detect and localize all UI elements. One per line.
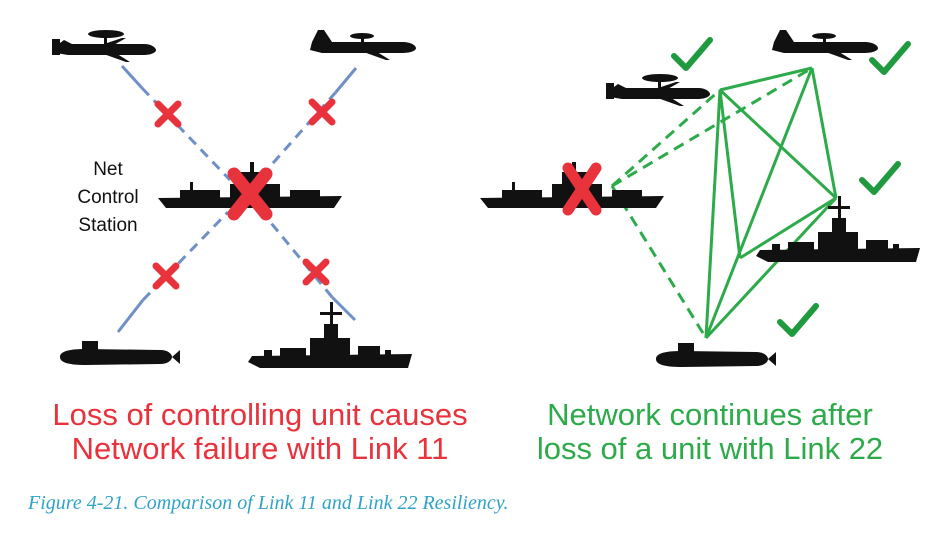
checkmark-icon — [674, 40, 710, 68]
link-line — [116, 299, 145, 333]
mesh-link — [810, 67, 838, 199]
link-line — [334, 67, 358, 93]
mesh-link — [718, 89, 742, 259]
lost-link — [611, 66, 813, 188]
mesh-link — [739, 196, 837, 260]
link11-caption: Loss of controlling unit causes Network … — [20, 398, 500, 466]
lost-link — [610, 185, 708, 339]
link22-caption: Network continues after loss of a unit w… — [500, 398, 920, 466]
submarine-icon — [60, 341, 180, 365]
submarine-icon — [656, 343, 776, 367]
link-line — [120, 64, 144, 90]
mesh-link — [719, 66, 813, 92]
label-line: Net — [93, 159, 123, 180]
aircraft-icon — [772, 30, 878, 60]
checkmark-icon — [862, 164, 898, 192]
lost-link — [611, 88, 721, 188]
caption-line: Loss of controlling unit causes — [52, 397, 468, 432]
broken-link-line — [260, 211, 334, 298]
link22-lost-links — [610, 66, 813, 339]
x-mark-icon — [312, 102, 332, 122]
destroyer-icon — [248, 302, 412, 368]
link11-solid-lines — [116, 64, 358, 333]
awacs-aircraft-icon — [606, 74, 710, 106]
link22-active-mesh — [704, 66, 838, 340]
net-control-station-label: Net Control Station — [58, 156, 158, 240]
x-mark-icon — [158, 104, 178, 124]
aircraft-icon — [310, 30, 416, 60]
mesh-link — [704, 89, 722, 339]
label-line: Station — [78, 215, 138, 236]
awacs-aircraft-icon — [52, 30, 156, 62]
failed-control-station-x — [227, 167, 273, 221]
label-line: Control — [77, 187, 139, 208]
mesh-link — [704, 67, 814, 339]
caption-line: Network failure with Link 11 — [71, 431, 449, 466]
checkmark-icon — [780, 306, 816, 334]
link-line — [330, 295, 357, 322]
figure-caption: Figure 4-21. Comparison of Link 11 and L… — [28, 492, 509, 514]
x-mark-icon — [156, 266, 176, 286]
mesh-link — [718, 88, 838, 200]
caption-line: loss of a unit with Link 22 — [536, 431, 884, 466]
link22-connections — [610, 66, 838, 340]
destroyer-icon — [756, 196, 920, 262]
caption-line: Network continues after — [547, 397, 873, 432]
failed-unit-x — [562, 162, 602, 216]
mesh-link — [704, 196, 838, 340]
